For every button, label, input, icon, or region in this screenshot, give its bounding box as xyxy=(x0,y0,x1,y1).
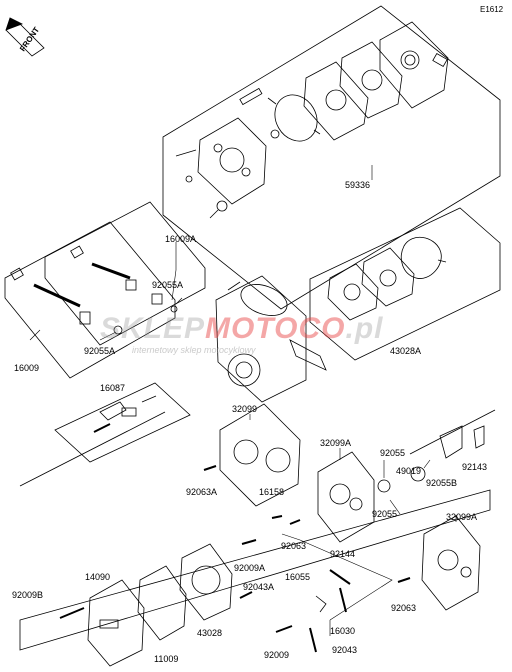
needle-kit-box-a xyxy=(44,201,206,346)
part-label[interactable]: 92055 xyxy=(372,509,398,519)
screws-lower xyxy=(59,465,411,653)
gasket-drawing xyxy=(303,41,403,141)
carburetor-body-drawing xyxy=(215,275,327,403)
cover-32099A-right xyxy=(421,515,481,611)
pilot-screw-parts xyxy=(93,395,157,433)
cover-32099A-middle xyxy=(317,451,375,543)
part-label[interactable]: 92063 xyxy=(281,541,307,551)
part-label[interactable]: 16030 xyxy=(330,626,356,636)
part-label[interactable]: 92009B xyxy=(12,590,44,600)
part-label[interactable]: 92009A xyxy=(234,563,266,573)
part-label[interactable]: 92143 xyxy=(462,462,488,472)
part-label[interactable]: 59336 xyxy=(345,180,371,190)
part-label[interactable]: 11009 xyxy=(154,654,179,664)
small-parts-right xyxy=(377,425,485,493)
gasket-kit-box-a xyxy=(309,207,501,361)
leader-lines xyxy=(29,165,457,636)
needle-kit-box xyxy=(4,221,176,379)
needle-parts xyxy=(10,267,123,335)
gasket-kit-parts xyxy=(327,237,447,321)
part-label[interactable]: 92043 xyxy=(332,645,358,655)
pump-body-drawing xyxy=(175,87,280,219)
front-arrow-icon xyxy=(5,17,45,57)
part-label[interactable]: 92055B xyxy=(426,478,458,488)
lower-left-parts xyxy=(87,543,233,667)
part-label[interactable]: 14090 xyxy=(85,572,111,582)
watermark-tagline: internetowy sklep motocyklowy xyxy=(132,345,256,355)
fuel-pump-assembly-box xyxy=(162,5,501,310)
pump-cover-drawing xyxy=(379,21,449,109)
diagram-id: E1612 xyxy=(480,5,504,14)
pilot-screw-kit-box xyxy=(54,382,191,463)
pump-cover-32099 xyxy=(219,403,301,507)
part-label[interactable]: 43028 xyxy=(197,628,223,638)
part-label[interactable]: 92063A xyxy=(186,487,218,497)
part-label[interactable]: 43028A xyxy=(390,346,422,356)
part-label[interactable]: 32099A xyxy=(320,438,352,448)
part-label[interactable]: 32099A xyxy=(446,512,478,522)
needle-parts-a xyxy=(70,245,178,313)
part-label[interactable]: 92043A xyxy=(243,582,275,592)
part-label[interactable]: 16009A xyxy=(165,234,197,244)
part-label[interactable]: 92009 xyxy=(264,650,290,660)
part-label[interactable]: 32099 xyxy=(232,404,258,414)
part-label[interactable]: 16087 xyxy=(100,383,126,393)
part-label[interactable]: 16055 xyxy=(285,572,311,582)
part-label[interactable]: 16158 xyxy=(259,487,285,497)
part-label[interactable]: 49019 xyxy=(396,466,422,476)
part-label[interactable]: 92055 xyxy=(380,448,406,458)
part-label[interactable]: 16009 xyxy=(14,363,40,373)
part-label[interactable]: 92063 xyxy=(391,603,417,613)
part-label[interactable]: 92055A xyxy=(152,280,184,290)
part-label[interactable]: 92055A xyxy=(84,346,116,356)
watermark-logo: SKLEPMOTOCO.pl xyxy=(100,312,384,345)
part-label[interactable]: 92144 xyxy=(330,549,356,559)
diaphragm-drawing xyxy=(267,94,321,142)
